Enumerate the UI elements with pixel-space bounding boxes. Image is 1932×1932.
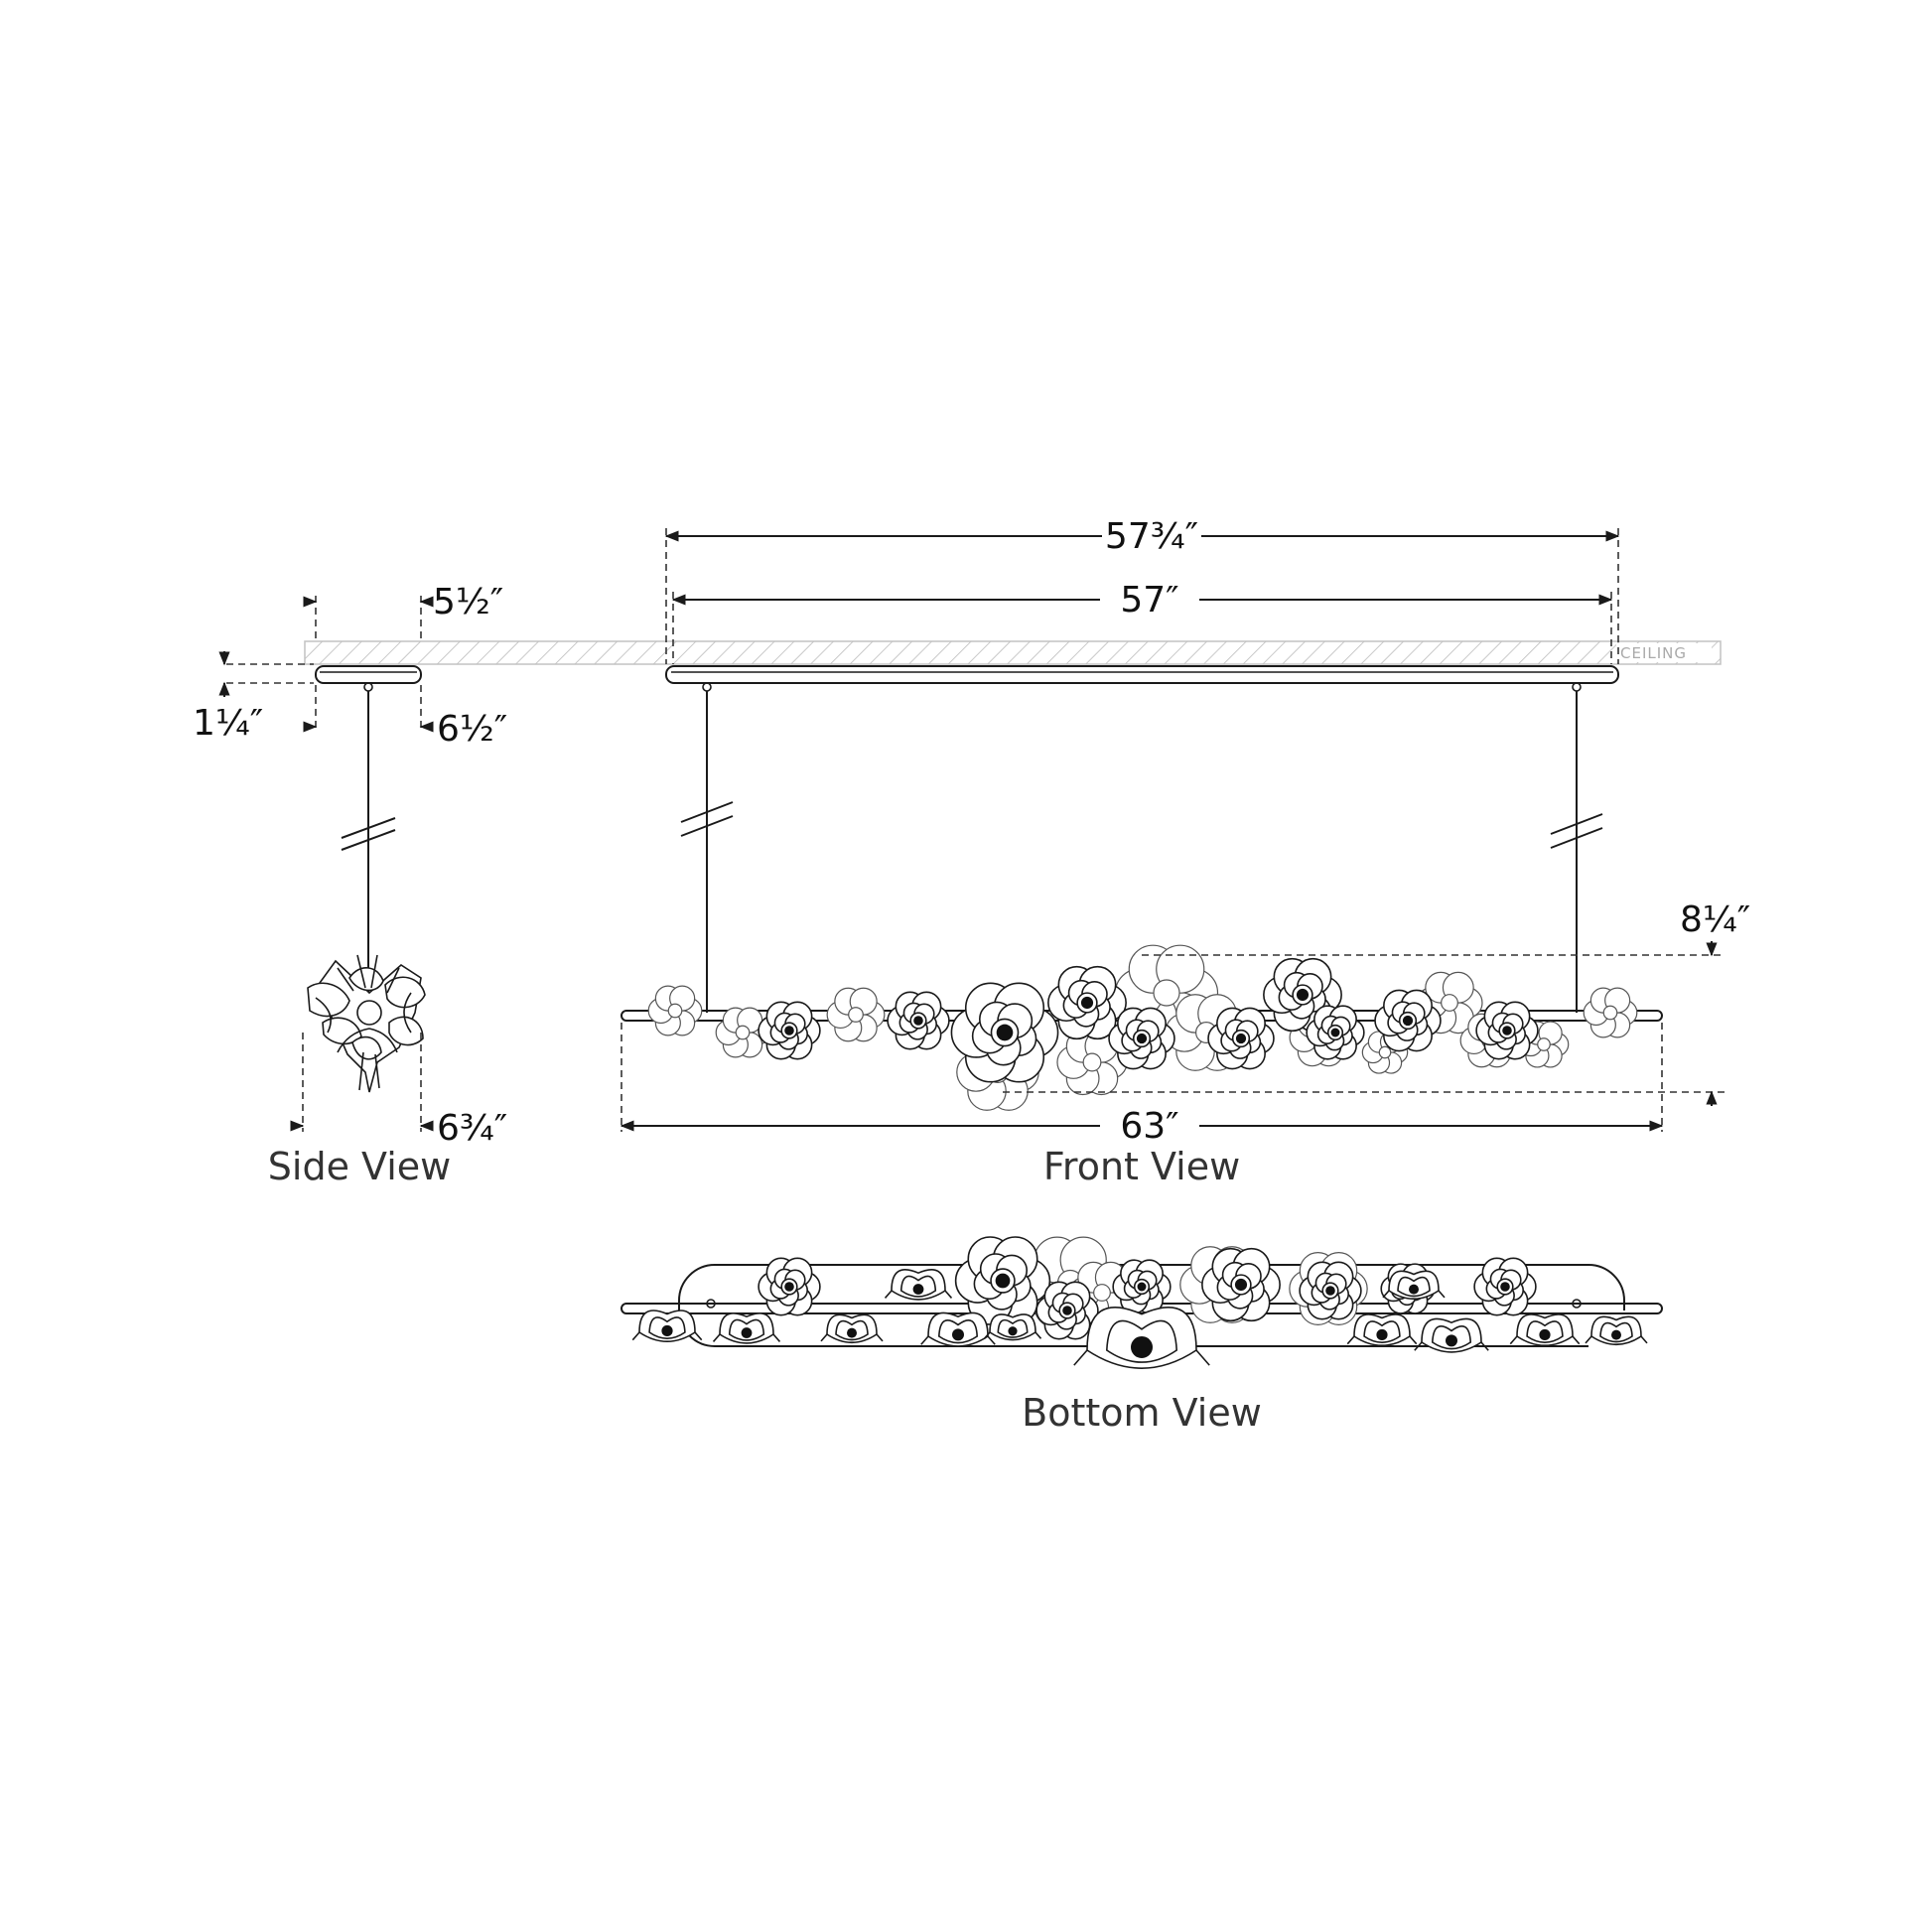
front-view-label: Front View xyxy=(1043,1145,1240,1188)
flower-icon xyxy=(1306,1005,1365,1060)
flower-icon xyxy=(983,1313,1042,1341)
flower-icon xyxy=(1585,1315,1648,1346)
flower-icon xyxy=(1473,1257,1537,1316)
dim-canopy-width: 5½″ xyxy=(433,582,503,622)
flower-icon xyxy=(715,1007,770,1058)
flower-icon xyxy=(1299,1261,1362,1320)
flower-icon xyxy=(954,1236,1051,1325)
flower-icon xyxy=(1346,1313,1418,1347)
flower-icon xyxy=(1108,1007,1175,1070)
front-view xyxy=(621,665,1663,1111)
side-dimensions: 5½″ 1¼″ 6½″ 6¾″ xyxy=(193,582,507,1149)
front-dimensions: 57¾″ 57″ 8¼″ 63″ xyxy=(620,516,1750,1147)
flower-icon xyxy=(920,1311,996,1347)
flower-icon xyxy=(1414,1317,1489,1353)
flower-icon xyxy=(1583,987,1638,1038)
flower-icon xyxy=(1374,989,1442,1052)
flower-icon xyxy=(631,1310,703,1343)
flower-icon xyxy=(647,985,703,1036)
flower-icon xyxy=(1035,1281,1099,1340)
side-view-label: Side View xyxy=(268,1145,451,1188)
flower-icon xyxy=(1509,1313,1581,1347)
flower-icon xyxy=(1207,1007,1275,1070)
flower-icon xyxy=(1201,1247,1281,1322)
front-flower-cluster xyxy=(647,944,1638,1111)
flower-icon xyxy=(758,1257,821,1316)
dim-fixture-depth: 6¾″ xyxy=(437,1108,507,1149)
front-canopy xyxy=(665,665,1619,684)
bottom-flower-cluster xyxy=(631,1236,1648,1369)
dim-canopy-length: 57¾″ xyxy=(1105,516,1198,557)
flower-icon xyxy=(1047,965,1127,1040)
side-fixture-cluster xyxy=(307,954,426,1093)
ceiling-band: CEILING xyxy=(304,640,1722,665)
dim-canopy-depth: 6½″ xyxy=(437,709,507,750)
flower-icon xyxy=(758,1001,821,1060)
flower-icon xyxy=(887,991,950,1050)
flower-icon xyxy=(884,1269,953,1301)
dim-canopy-height: 1¼″ xyxy=(193,703,263,744)
flower-icon xyxy=(712,1312,781,1344)
flower-icon xyxy=(820,1313,884,1344)
flower-icon xyxy=(950,982,1059,1083)
bottom-view xyxy=(621,1236,1663,1369)
bottom-view-label: Bottom View xyxy=(1022,1391,1262,1435)
side-canopy xyxy=(315,665,422,684)
side-view xyxy=(307,665,426,1093)
flower-icon xyxy=(1475,1001,1539,1060)
dim-fixture-height: 8¼″ xyxy=(1680,899,1750,940)
flower-icon xyxy=(826,987,886,1042)
flower-icon xyxy=(1382,1270,1446,1301)
ceiling-label: CEILING xyxy=(1620,644,1687,662)
flower-icon xyxy=(1112,1259,1172,1314)
dim-fixture-length: 63″ xyxy=(1120,1106,1178,1147)
flower-icon xyxy=(1073,1307,1210,1369)
dim-body-length: 57″ xyxy=(1120,580,1178,621)
